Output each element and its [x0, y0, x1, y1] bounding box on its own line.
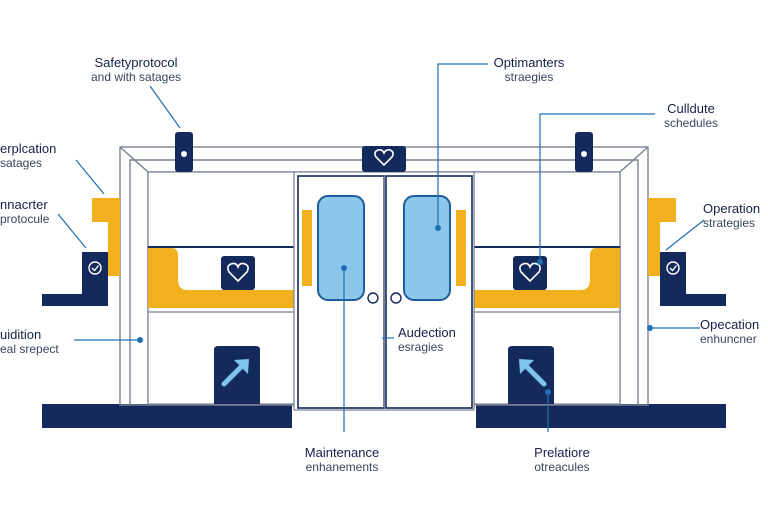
label-title: uidition — [0, 327, 42, 342]
label-title: Safetyprotocol — [94, 55, 178, 70]
label-left-3: uidition eal srepect — [0, 327, 59, 357]
right-buffer — [648, 198, 726, 306]
label-top-left: Safetyprotocol and with satages — [70, 55, 202, 85]
label-title: Opecation — [700, 317, 760, 332]
label-title: Audection — [398, 325, 456, 340]
label-center: Audection esragies — [398, 325, 456, 355]
label-sub: schedules — [663, 116, 719, 130]
heart-icon — [221, 256, 255, 290]
label-title: Culldute — [667, 101, 715, 116]
label-sub: and with satages — [90, 70, 182, 84]
door-window-left — [317, 195, 365, 301]
label-title: nnacrter — [0, 197, 48, 212]
label-top-right: Culldute schedules — [652, 101, 730, 131]
label-title: Maintenance — [304, 445, 380, 460]
arrow-up-right-icon — [221, 359, 249, 387]
label-sub: straegies — [504, 70, 554, 84]
center-doors — [293, 171, 475, 411]
label-sub: esragies — [398, 340, 444, 354]
label-bottom-right: Prelatiore otreacules — [514, 445, 610, 475]
label-right-3: Opecation enhuncner — [700, 317, 760, 347]
label-title: Optimanters — [493, 55, 565, 70]
right-cabin — [473, 171, 621, 405]
label-sub: eal srepect — [0, 342, 59, 356]
door-handle-right — [390, 292, 402, 304]
label-sub: enhuncner — [700, 332, 757, 346]
left-cabin — [147, 171, 295, 405]
floor-slab-left — [42, 404, 292, 428]
door-handle-left — [367, 292, 379, 304]
status-plate-left — [175, 132, 193, 172]
label-title: Prelatiore — [534, 445, 590, 460]
check-icon — [666, 261, 680, 275]
label-sub: strategies — [703, 216, 756, 230]
status-plate-right — [575, 132, 593, 172]
label-left-2: nnacrter protocule — [0, 197, 50, 227]
heart-icon — [362, 146, 406, 172]
left-buffer — [42, 198, 120, 306]
label-top-center: Optimanters straegies — [474, 55, 584, 85]
leader-lines — [57, 63, 705, 432]
label-sub: enhanements — [305, 460, 379, 474]
label-title: erplcation — [0, 141, 57, 156]
label-title: Operation — [703, 201, 761, 216]
label-sub: protocule — [0, 212, 50, 226]
label-left-1: erplcation satages — [0, 141, 57, 171]
door-window-right — [403, 195, 451, 301]
check-icon — [88, 261, 102, 275]
floor-slab-right — [476, 404, 726, 428]
label-right-2: Operation strategies — [703, 201, 761, 231]
label-sub: satages — [0, 156, 43, 170]
label-sub: otreacules — [534, 460, 590, 474]
label-bottom-left: Maintenance enhanements — [286, 445, 398, 475]
arrow-up-left-icon — [519, 359, 547, 387]
